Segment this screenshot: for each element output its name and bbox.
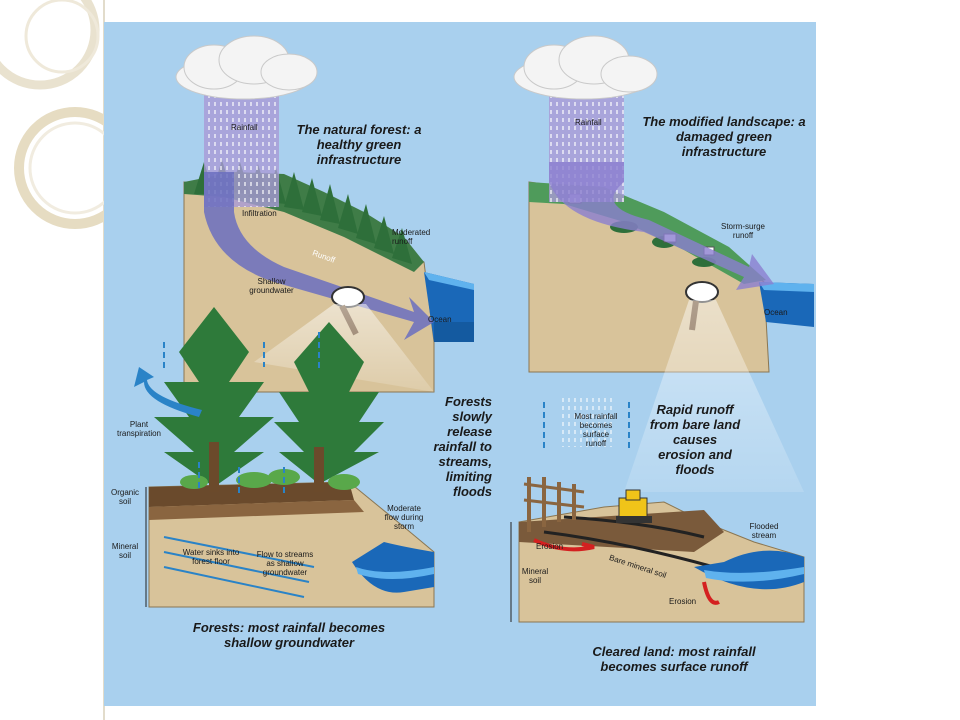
label-water-sinks: Water sinks into forest floor <box>182 548 240 566</box>
forest-cross-section <box>134 307 435 608</box>
cleared-land-cross-section <box>510 397 805 623</box>
natural-forest-title: The natural forest: a healthy green infr… <box>296 122 422 167</box>
cloud-right <box>513 35 658 100</box>
slide-decoration <box>0 0 120 720</box>
forests-release-text: Forests slowly release rainfall to strea… <box>433 394 492 499</box>
cleared-land-caption: Cleared land: most rainfall becomes surf… <box>592 644 756 674</box>
label-erosion-2: Erosion <box>669 597 697 606</box>
stream-left <box>352 542 434 593</box>
label-infiltration: Infiltration <box>242 209 277 218</box>
forests-caption: Forests: most rainfall becomes shallow g… <box>192 620 386 650</box>
label-mineral-soil-left: Mineral soil <box>111 542 139 560</box>
modified-landscape-title: The modified landscape: a damaged green … <box>642 114 806 159</box>
ocean-right <box>759 282 814 327</box>
forest-hydrology-infographic: The natural forest: a healthy green infr… <box>104 22 816 706</box>
runoff-arrow-left <box>204 172 434 340</box>
bulldozer-icon <box>616 489 652 523</box>
infographic-drawing <box>134 35 814 623</box>
label-moderated-runoff: Moderated runoff <box>392 228 431 246</box>
storm-runoff-arrow <box>549 162 774 290</box>
label-shallow-groundwater: Shallow groundwater <box>249 277 294 295</box>
label-rainfall-right: Rainfall <box>575 118 602 127</box>
label-erosion-1: Erosion <box>536 542 564 551</box>
label-organic-soil: Organic soil <box>110 488 139 506</box>
label-rainfall-left: Rainfall <box>231 123 258 132</box>
erosion-mark-1 <box>533 538 595 552</box>
fence <box>523 477 585 532</box>
rapid-runoff-text: Rapid runoff from bare land causes erosi… <box>649 402 741 477</box>
cloud-left <box>175 35 318 100</box>
erosion-mark-2 <box>702 581 720 605</box>
label-ocean-right: Ocean <box>764 308 788 317</box>
label-most-rainfall: Most rainfall becomes surface runoff <box>574 412 618 448</box>
label-moderate-flow: Moderate flow during storm <box>384 504 424 531</box>
label-ocean-left: Ocean <box>428 315 452 324</box>
label-storm-surge-runoff: Storm-surge runoff <box>720 222 765 240</box>
label-flow-to-streams: Flow to streams as shallow groundwater <box>256 550 314 577</box>
label-plant-transpiration: Plant transpiration <box>116 420 162 438</box>
label-flooded-stream: Flooded stream <box>749 522 779 540</box>
modified-landscape <box>513 35 814 373</box>
label-mineral-soil-right: Mineral soil <box>521 567 549 585</box>
transpiration-arrow <box>134 367 202 417</box>
